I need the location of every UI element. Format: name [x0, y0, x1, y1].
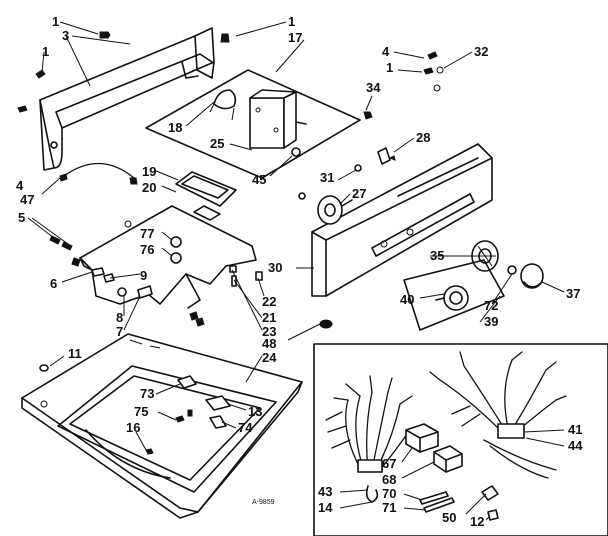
callout-37: 37 — [566, 286, 580, 301]
wiring-harness-inset — [313, 343, 608, 536]
callout-5: 5 — [18, 210, 25, 225]
panel-screws — [17, 31, 444, 120]
callout-1: 1 — [42, 44, 49, 59]
callout-8: 8 — [116, 310, 123, 325]
control-panel — [311, 143, 493, 297]
callout-43: 43 — [318, 484, 332, 499]
callout-28: 28 — [416, 130, 430, 145]
callout-73: 73 — [140, 386, 154, 401]
callout-6: 6 — [50, 276, 57, 291]
callout-25: 25 — [210, 136, 224, 151]
callout-48: 48 — [262, 336, 276, 351]
callout-24: 24 — [262, 350, 277, 365]
callout-31: 31 — [320, 170, 334, 185]
callout-74: 74 — [238, 420, 253, 435]
callout-13: 13 — [248, 404, 262, 419]
callout-75: 75 — [134, 404, 148, 419]
callout-77: 77 — [140, 226, 154, 241]
knob-parts — [403, 240, 544, 331]
callout-12: 12 — [470, 514, 484, 529]
callout-27: 27 — [352, 186, 366, 201]
callout-71: 71 — [382, 500, 396, 515]
control-panel-small-parts — [298, 147, 396, 225]
callout-21: 21 — [262, 310, 276, 325]
callout-4: 4 — [382, 44, 390, 59]
callout-40: 40 — [400, 292, 414, 307]
callout-32: 32 — [474, 44, 488, 59]
callout-72: 72 — [484, 298, 498, 313]
timer-assembly-box — [145, 69, 361, 179]
callout-35: 35 — [430, 248, 444, 263]
callout-44: 44 — [568, 438, 583, 453]
callout-11: 11 — [68, 346, 82, 361]
callout-1: 1 — [386, 60, 393, 75]
mounting-bracket — [59, 162, 257, 309]
callout-labels: 1 3 1 1 17 4 1 32 34 18 25 45 28 31 27 4… — [16, 14, 583, 529]
callout-1: 1 — [288, 14, 295, 29]
callout-34: 34 — [366, 80, 381, 95]
callout-18: 18 — [168, 120, 182, 135]
callout-9: 9 — [140, 268, 147, 283]
diagram-code: A-9859 — [252, 499, 275, 506]
callout-70: 70 — [382, 486, 396, 501]
callout-20: 20 — [142, 180, 156, 195]
callout-30: 30 — [268, 260, 282, 275]
callout-45: 45 — [252, 172, 266, 187]
callout-50: 50 — [442, 510, 456, 525]
callout-47: 47 — [20, 192, 34, 207]
callout-14: 14 — [318, 500, 333, 515]
callout-19: 19 — [142, 164, 156, 179]
callout-7: 7 — [116, 324, 123, 339]
callout-67: 67 — [382, 456, 396, 471]
callout-1: 1 — [52, 14, 59, 29]
console-back-panel — [39, 27, 215, 171]
callout-39: 39 — [484, 314, 498, 329]
callout-3: 3 — [62, 28, 69, 43]
callout-17: 17 — [288, 30, 302, 45]
leader-lines — [27, 21, 565, 521]
callout-16: 16 — [126, 420, 140, 435]
callout-23: 23 — [262, 324, 276, 339]
bracket-fasteners — [49, 235, 333, 329]
washer-top-cover — [21, 333, 303, 519]
callout-76: 76 — [140, 242, 154, 257]
callout-41: 41 — [568, 422, 582, 437]
callout-68: 68 — [382, 472, 396, 487]
callout-22: 22 — [262, 294, 276, 309]
callout-4: 4 — [16, 178, 24, 193]
